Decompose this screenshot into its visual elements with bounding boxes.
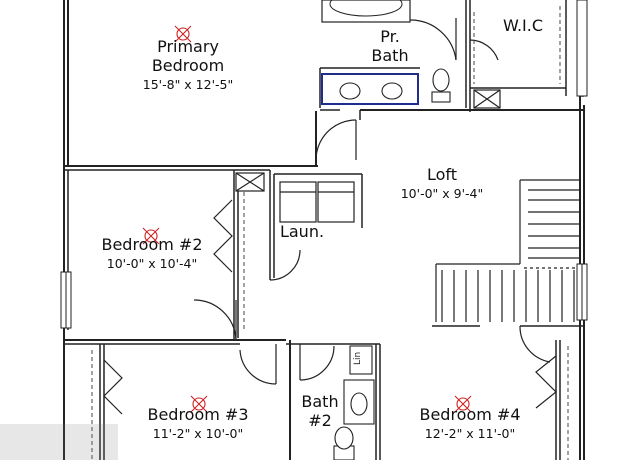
ceiling-lights [142,25,472,413]
room-label-bedroom-4: Bedroom #4 12'-2" x 11'-0" [390,405,550,443]
bathtub-icon [321,0,411,23]
washer-dryer [279,181,355,223]
room-name: Primary Bedroom [151,37,225,75]
toilet-icon [431,68,451,103]
ceiling-light-icon [142,227,160,245]
ceiling-light-icon [190,395,208,413]
washer-icon [279,181,317,223]
ceiling-light-icon [174,25,192,43]
room-label-bedroom-3: Bedroom #3 11'-2" x 10'-0" [118,405,278,443]
room-name: Bedroom #2 [101,235,203,254]
closet-shelves [91,6,569,460]
room-name: Bedroom #4 [419,405,521,424]
room-name: W.I.C [502,16,544,35]
dryer-icon [317,181,355,223]
room-name: Pr. Bath [371,27,409,65]
sink-icon [350,392,368,416]
room-label-primary-bedroom: Primary Bedroom 15'-8" x 12'-5" [108,37,268,94]
windows [60,0,588,329]
sink-icon [381,82,403,100]
bath-2-fixtures [333,345,375,460]
stairs [435,179,580,322]
hvac-boxes [235,89,501,192]
room-name: Bath #2 [301,392,339,430]
room-name: Laun. [279,222,325,241]
ceiling-light-icon [454,395,472,413]
room-dimensions: 11'-2" x 10'-0" [152,426,244,441]
room-name: Bedroom #3 [147,405,249,424]
room-label-laundry: Laun. [270,222,334,241]
room-label-primary-bath: Pr. Bath [355,27,425,65]
room-dimensions: 12'-2" x 11'-0" [424,426,516,441]
room-dimensions: 10'-0" x 10'-4" [106,256,198,271]
room-dimensions: 10'-0" x 9'-4" [400,186,484,201]
room-label-walk-in-closet: W.I.C [488,16,558,35]
room-label-bath-2: Bath #2 [290,392,350,430]
linen-closet-label: Lin [353,351,363,365]
room-dimensions: 15'-8" x 12'-5" [142,77,234,92]
toilet-icon [333,426,355,460]
room-label-bedroom-2: Bedroom #2 10'-0" x 10'-4" [72,235,232,273]
room-name: Loft [426,165,458,184]
primary-bath-fixtures [321,0,451,105]
interior-walls [64,0,584,460]
corner-watermark [0,424,118,460]
closet-doors [103,199,557,415]
door-swings [193,18,551,385]
room-label-loft: Loft 10'-0" x 9'-4" [362,165,522,203]
sink-icon [339,82,361,100]
